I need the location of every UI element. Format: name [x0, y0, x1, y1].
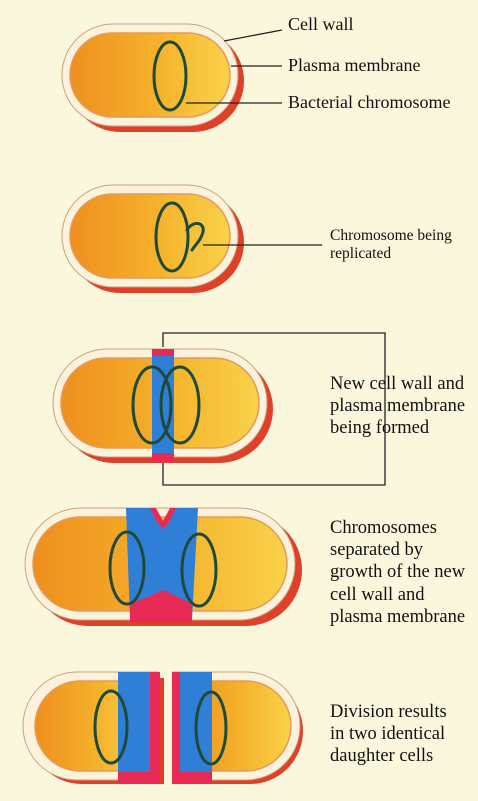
cell-stage-2	[62, 185, 244, 293]
new-wall-bottom	[152, 453, 174, 461]
new-wall-band	[176, 672, 212, 782]
new-wall-edge	[150, 672, 160, 784]
cytoplasm	[70, 194, 230, 278]
new-wall-base	[118, 772, 160, 784]
label-plasma-membrane: Plasma membrane	[288, 55, 420, 76]
new-wall-band	[118, 672, 154, 782]
cell-stage-4	[25, 508, 302, 626]
label-cell-wall: Cell wall	[288, 14, 354, 35]
label-separated: Chromosomes separated by growth of the n…	[330, 517, 465, 628]
label-replicated: Chromosome being replicated	[330, 227, 452, 263]
label-division: Division results in two identical daught…	[330, 701, 447, 768]
cell-stage-1	[62, 24, 244, 132]
new-wall-edge	[172, 672, 180, 784]
daughter-cell-right	[172, 672, 303, 784]
daughter-cell-left	[23, 672, 164, 784]
cell-stage-3	[53, 349, 273, 463]
new-wall-base	[172, 772, 212, 784]
label-new-wall: New cell wall and plasma membrane being …	[330, 373, 465, 440]
leader-cell-wall	[224, 30, 282, 41]
label-bacterial-chromosome: Bacterial chromosome	[288, 92, 450, 113]
cytoplasm	[70, 33, 230, 117]
new-wall-top	[152, 349, 174, 356]
